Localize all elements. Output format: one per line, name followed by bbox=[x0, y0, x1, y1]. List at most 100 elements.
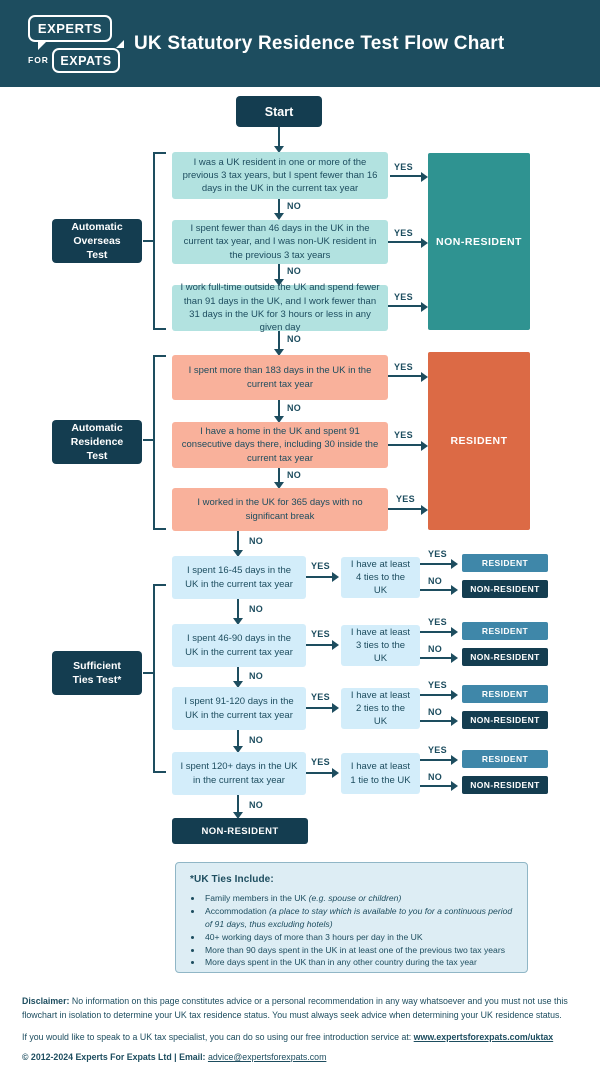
yes-label: YES bbox=[311, 561, 330, 571]
bullet-text: Family members in the UK bbox=[205, 893, 309, 903]
list-item: More than 90 days spent in the UK in at … bbox=[203, 944, 513, 957]
arrowhead-right-icon bbox=[332, 640, 339, 650]
residence-question-3: I worked in the UK for 365 days with no … bbox=[172, 488, 388, 531]
resident-badge: RESIDENT bbox=[462, 685, 548, 703]
non-resident-badge: NON-RESIDENT bbox=[462, 648, 548, 666]
no-label: NO bbox=[287, 334, 302, 344]
bullet-italic: (a place to stay which is available to y… bbox=[205, 905, 513, 929]
no-label: NO bbox=[287, 201, 302, 211]
arrowhead-right-icon bbox=[421, 302, 428, 312]
flow-line bbox=[306, 576, 332, 578]
flow-line bbox=[420, 657, 451, 659]
flow-line bbox=[237, 795, 239, 812]
list-item: Family members in the UK (e.g. spouse or… bbox=[203, 892, 513, 905]
flow-line bbox=[237, 599, 239, 618]
bullet-text: More than 90 days spent in the UK in at … bbox=[205, 944, 505, 955]
no-label: NO bbox=[287, 470, 302, 480]
bracket-line bbox=[153, 584, 166, 586]
flow-line bbox=[237, 667, 239, 681]
bracket-line bbox=[153, 152, 155, 330]
arrowhead-right-icon bbox=[421, 505, 428, 515]
flow-line bbox=[388, 444, 421, 446]
yes-label: YES bbox=[428, 617, 447, 627]
uk-ties-list: Family members in the UK (e.g. spouse or… bbox=[203, 892, 513, 969]
list-item: More days spent in the UK than in any ot… bbox=[203, 956, 513, 969]
list-item: 40+ working days of more than 3 hours pe… bbox=[203, 931, 513, 944]
bracket-line bbox=[153, 584, 155, 773]
non-resident-badge: NON-RESIDENT bbox=[462, 776, 548, 794]
arrowhead-right-icon bbox=[451, 716, 458, 726]
disclaimer-label: Disclaimer: bbox=[22, 996, 70, 1006]
start-node: Start bbox=[236, 96, 322, 127]
arrowhead-down-icon bbox=[233, 746, 243, 753]
arrowhead-right-icon bbox=[451, 585, 458, 595]
non-resident-badge: NON-RESIDENT bbox=[462, 580, 548, 598]
arrowhead-down-icon bbox=[233, 550, 243, 557]
flow-line bbox=[278, 331, 280, 349]
ties-question-3: I spent 91-120 days in the UK in the cur… bbox=[172, 687, 306, 730]
overseas-question-2: I spent fewer than 46 days in the UK in … bbox=[172, 220, 388, 264]
email-link[interactable]: advice@expertsforexpats.com bbox=[207, 1052, 327, 1062]
flow-line bbox=[420, 563, 451, 565]
arrowhead-down-icon bbox=[233, 681, 243, 688]
ties-question-2: I spent 46-90 days in the UK in the curr… bbox=[172, 624, 306, 667]
uktax-link[interactable]: www.expertsforexpats.com/uktax bbox=[413, 1032, 554, 1042]
yes-label: YES bbox=[311, 757, 330, 767]
resident-badge: RESIDENT bbox=[462, 622, 548, 640]
flow-line bbox=[306, 644, 332, 646]
no-label: NO bbox=[287, 403, 302, 413]
no-label: NO bbox=[428, 772, 443, 782]
resident-badge: RESIDENT bbox=[462, 554, 548, 572]
arrowhead-down-icon bbox=[274, 349, 284, 356]
flow-line bbox=[420, 720, 451, 722]
bullet-text: 40+ working days of more than 3 hours pe… bbox=[205, 931, 423, 942]
yes-label: YES bbox=[394, 162, 413, 172]
no-label: NO bbox=[249, 800, 264, 810]
flow-line bbox=[420, 785, 451, 787]
no-label: NO bbox=[287, 266, 302, 276]
bracket-line bbox=[153, 528, 166, 530]
logo-text-expats: EXPATS bbox=[60, 53, 112, 68]
overseas-question-3: I work full-time outside the UK and spen… bbox=[172, 282, 388, 333]
yes-label: YES bbox=[428, 549, 447, 559]
flow-line bbox=[388, 241, 421, 243]
ties-question-1: I spent 16-45 days in the UK in the curr… bbox=[172, 556, 306, 599]
resident-result-box: RESIDENT bbox=[428, 352, 530, 530]
yes-label: YES bbox=[394, 430, 413, 440]
arrowhead-right-icon bbox=[421, 172, 428, 182]
disclaimer-text: Disclaimer: No information on this page … bbox=[22, 995, 580, 1022]
bullet-text: Accommodation bbox=[205, 905, 270, 916]
overseas-question-1: I was a UK resident in one or more of th… bbox=[172, 152, 388, 199]
arrowhead-right-icon bbox=[451, 690, 458, 700]
speech-bubble-tail-icon bbox=[38, 42, 46, 50]
ties-count-2: I have at least 3 ties to the UK bbox=[341, 625, 420, 666]
ties-count-1: I have at least 4 ties to the UK bbox=[341, 557, 420, 598]
flow-line bbox=[420, 631, 451, 633]
flow-line bbox=[420, 694, 451, 696]
arrowhead-right-icon bbox=[332, 703, 339, 713]
arrowhead-down-icon bbox=[274, 146, 284, 153]
flow-line bbox=[388, 305, 421, 307]
flow-line bbox=[420, 589, 451, 591]
bracket-line bbox=[153, 328, 166, 330]
final-non-resident-box: NON-RESIDENT bbox=[172, 818, 308, 844]
non-resident-badge: NON-RESIDENT bbox=[462, 711, 548, 729]
yes-label: YES bbox=[311, 629, 330, 639]
bracket-line bbox=[153, 355, 166, 357]
bracket-line bbox=[143, 439, 153, 441]
flow-line bbox=[278, 264, 280, 279]
flow-line bbox=[390, 175, 421, 177]
no-label: NO bbox=[428, 707, 443, 717]
page-title: UK Statutory Residence Test Flow Chart bbox=[134, 32, 505, 54]
arrowhead-right-icon bbox=[332, 768, 339, 778]
copyright-text: © 2012-2024 Experts For Expats Ltd | Ema… bbox=[22, 1052, 208, 1062]
arrowhead-down-icon bbox=[274, 279, 284, 286]
ties-count-4: I have at least 1 tie to the UK bbox=[341, 753, 420, 794]
resident-badge: RESIDENT bbox=[462, 750, 548, 768]
bullet-italic: (e.g. spouse or children) bbox=[308, 893, 402, 903]
uk-ties-title: *UK Ties Include: bbox=[190, 874, 274, 885]
bullet-text: More days spent in the UK than in any ot… bbox=[205, 957, 477, 968]
arrowhead-down-icon bbox=[233, 618, 243, 625]
arrowhead-down-icon bbox=[274, 482, 284, 489]
